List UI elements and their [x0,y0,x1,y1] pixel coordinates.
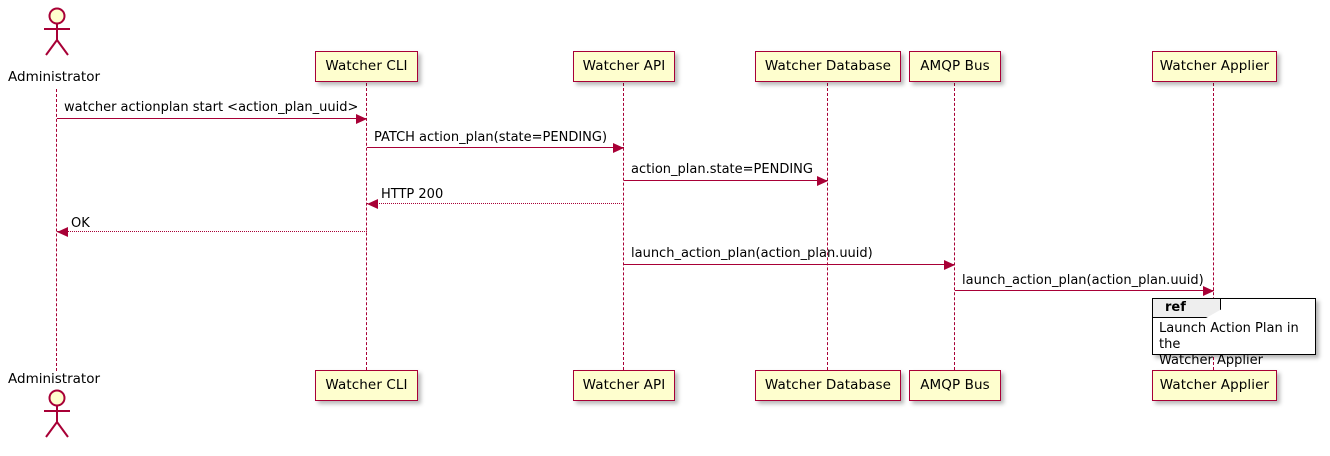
actor-figure-administrator-head [40,7,74,57]
participant-watcher-cli-foot[interactable]: Watcher CLI [315,370,418,401]
participant-watcher-applier-head[interactable]: Watcher Applier [1152,51,1277,82]
actor-figure-administrator-foot [40,389,74,439]
message-line-m3 [624,180,828,181]
lifeline-watcher-cli [366,83,368,370]
lifeline-administrator [56,89,58,371]
message-arrowhead-m5 [57,226,68,237]
lifeline-watcher-api [623,83,625,370]
message-line-m1 [57,118,367,119]
participant-amqp-bus-foot[interactable]: AMQP Bus [909,370,1001,401]
fragment-body-ref-1: Launch Action Plan in the Watcher Applie… [1159,321,1299,368]
participant-watcher-api-head[interactable]: Watcher API [573,51,675,82]
message-arrowhead-m1 [356,113,367,124]
lifeline-watcher-database [827,83,829,370]
actor-label-administrator: Administrator [8,69,101,85]
message-line-m5 [57,231,367,232]
message-arrowhead-m6 [944,259,955,270]
message-arrowhead-m7 [1203,285,1214,296]
message-label-m6: launch_action_plan(action_plan.uuid) [631,246,873,261]
message-arrowhead-m2 [613,142,624,153]
message-line-m4 [367,203,624,204]
message-label-m4: HTTP 200 [381,187,444,202]
message-label-m1: watcher actionplan start <action_plan_uu… [64,100,359,115]
message-label-m7: launch_action_plan(action_plan.uuid) [962,273,1204,288]
message-label-m2: PATCH action_plan(state=PENDING) [374,130,608,145]
message-label-m5: OK [71,216,90,231]
message-line-m6 [624,264,955,265]
participant-watcher-database-head[interactable]: Watcher Database [755,51,901,82]
participant-amqp-bus-head[interactable]: AMQP Bus [909,51,1001,82]
participant-watcher-api-foot[interactable]: Watcher API [573,370,675,401]
lifeline-amqp-bus [954,83,956,370]
fragment-tab-ref-1: ref [1153,299,1221,318]
message-line-m7 [955,290,1214,291]
participant-watcher-cli-head[interactable]: Watcher CLI [315,51,418,82]
participant-watcher-database-foot[interactable]: Watcher Database [755,370,901,401]
message-label-m3: action_plan.state=PENDING [631,162,813,177]
lifeline-watcher-applier [1213,83,1215,370]
message-arrowhead-m3 [817,175,828,186]
participant-watcher-applier-foot[interactable]: Watcher Applier [1152,370,1277,401]
message-arrowhead-m4 [367,198,378,209]
actor-label-administrator: Administrator [8,371,101,387]
message-line-m2 [367,147,624,148]
